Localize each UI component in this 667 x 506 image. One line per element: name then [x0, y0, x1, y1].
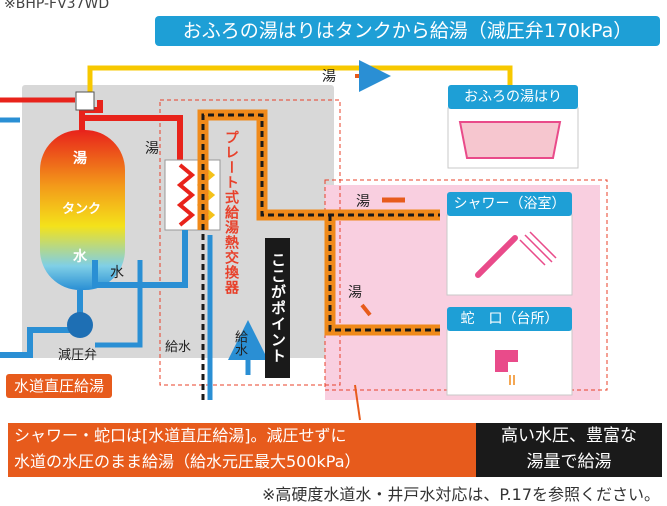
bath-pipe	[87, 65, 513, 95]
pressure-valve-body	[67, 312, 93, 338]
bath-destination-label: おふろの湯はり	[448, 85, 578, 109]
footnote: ※高硬度水道水・井戸水対応は、P.17を参照ください。	[261, 485, 660, 504]
supply-pipe-bottom	[95, 260, 143, 348]
direct-hot-pipe-center	[201, 113, 440, 400]
hx-zigzag-warm	[176, 163, 196, 227]
shower-spray-icon	[519, 231, 557, 266]
heat-exchanger-label: プレート式給湯熱交換器	[223, 130, 239, 295]
water-return-label: 水	[110, 265, 124, 281]
shower-icon	[475, 235, 518, 278]
faucet-water-icon	[509, 375, 515, 385]
tank-name-label: タンク	[62, 202, 102, 217]
shower-panel	[446, 214, 573, 296]
callout-line-1: シャワー・蛇口は[水道直圧給湯]。減圧せずに	[14, 426, 347, 445]
direct-pressure-callout: シャワー・蛇口は[水道直圧給湯]。減圧せずに 水道の水圧のまま給湯（給水元圧最大…	[8, 423, 476, 477]
hx-zigzag-cool	[196, 163, 216, 227]
supply-vertical-label: 給水	[232, 330, 247, 356]
tank-body	[40, 130, 125, 290]
bath-supply-banner: おふろの湯はりはタンクから給湯（減圧弁170kPa）	[155, 16, 660, 46]
mixing-valve	[75, 91, 95, 111]
hot-arrow-faucet	[360, 303, 372, 317]
hot-label-tank-outlet: 湯	[145, 141, 159, 157]
tank-top-label: 湯	[73, 151, 87, 167]
callout-line-2: 水道の水圧のまま給湯（給水元圧最大500kPa）	[14, 452, 361, 471]
hot-label-faucet: 湯	[348, 285, 362, 301]
highlight-line-2: 湯量で給湯	[526, 452, 612, 472]
shower-destination-label: シャワー（浴室）	[447, 192, 572, 216]
faucet-icon	[495, 350, 518, 372]
highlight-line-1: 高い水圧、豊富な	[501, 426, 637, 446]
callout-leader	[354, 384, 361, 421]
pressure-valve-label: 減圧弁	[58, 348, 98, 363]
bathtub-icon	[458, 121, 562, 159]
faucet-panel	[446, 329, 573, 396]
tank-bottom-label: 水	[73, 249, 87, 265]
high-pressure-highlight: 高い水圧、豊富な 湯量で給湯	[476, 423, 662, 477]
hot-label-shower: 湯	[356, 194, 370, 210]
supply-water-label: 給水	[165, 340, 192, 355]
direct-supply-badge: 水道直圧給湯	[6, 374, 113, 398]
faucet-destination-label: 蛇 口（台所）	[447, 307, 572, 331]
model-number: ※BHP-FV37WD	[4, 0, 110, 12]
hot-label-top: 湯	[322, 69, 336, 85]
key-point-badge: ここがポイント	[265, 238, 290, 378]
direct-zone-outline	[159, 99, 341, 386]
